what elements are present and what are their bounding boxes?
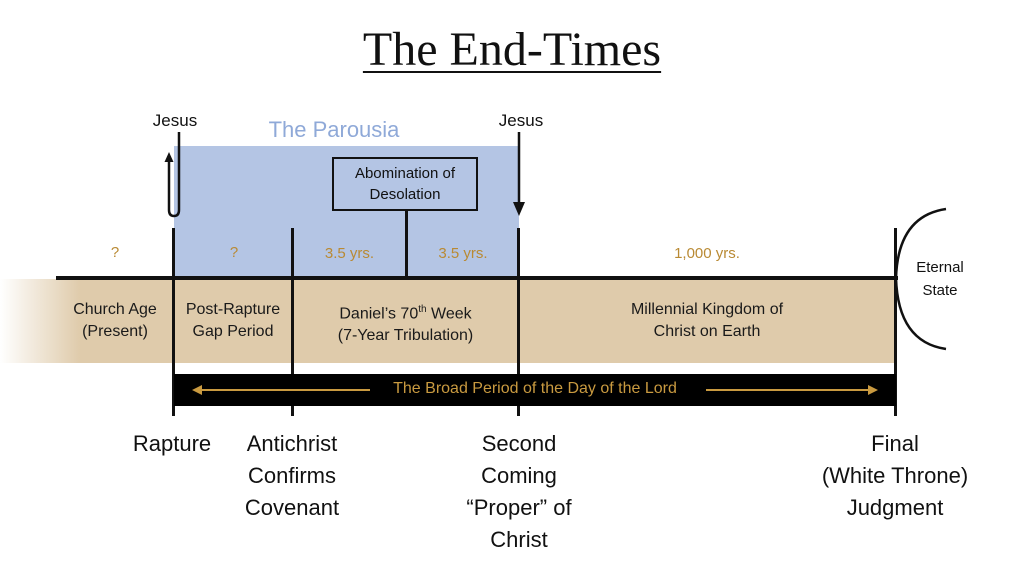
event-second-coming-line2: Coming [481, 463, 557, 488]
event-final-judgment-line3: Judgment [846, 495, 944, 520]
period-millennial-line1: Millennial Kingdom of [630, 301, 784, 318]
jesus-label-rapture: Jesus [152, 111, 198, 130]
period-daniel-line1-pre: Daniel’s 70 [339, 305, 419, 323]
period-gap-line2: Gap Period [192, 323, 274, 340]
duration-second-half: 3.5 yrs. [438, 245, 488, 262]
period-eternal: Eternal State [904, 256, 976, 302]
period-gap: Post-Rapture Gap Period [175, 299, 291, 343]
right-arrow-icon [706, 385, 878, 395]
event-second-coming-line3: “Proper” of [466, 495, 572, 520]
page-title: The End-Times [362, 23, 662, 76]
period-church-age-line2: (Present) [82, 323, 148, 340]
parousia-label: The Parousia [268, 117, 400, 142]
event-antichrist-line2: Confirms [247, 463, 336, 488]
period-band [0, 279, 896, 363]
event-second-coming-line4: Christ [490, 527, 548, 552]
rapture-arrow-icon [164, 132, 181, 218]
period-millennial: Millennial Kingdom of Christ on Earth [520, 299, 894, 343]
abomination-line1: Abomination of [354, 165, 456, 182]
event-second-coming: Second Coming “Proper” of Christ [440, 428, 598, 556]
period-daniel-line1: Daniel’s 70th Week [294, 299, 517, 325]
day-of-lord-label: The Broad Period of the Day of the Lord [393, 380, 677, 397]
duration-millennium: 1,000 yrs. [674, 245, 740, 262]
event-antichrist-line3: Covenant [244, 495, 340, 520]
abomination-box [332, 157, 478, 211]
event-second-coming-line1: Second [481, 431, 557, 456]
left-arrow-icon [192, 385, 370, 395]
abomination-line2: Desolation [369, 186, 441, 203]
timeline-line [56, 276, 898, 280]
event-final-judgment-line2: (White Throne) [821, 463, 969, 488]
final-judgment-divider [894, 228, 897, 416]
abomination-label: Abomination of Desolation [332, 163, 478, 205]
period-daniel-line1-sup: th [418, 304, 427, 315]
second-coming-divider [517, 228, 520, 416]
event-rapture-line1: Rapture [132, 431, 212, 456]
period-gap-line1: Post-Rapture [185, 301, 281, 318]
eternal-state-arc-icon [894, 207, 947, 351]
period-eternal-line2: State [922, 282, 958, 299]
period-millennial-line2: Christ on Earth [653, 323, 761, 340]
period-daniel-line2: (7-Year Tribulation) [337, 327, 474, 345]
duration-first-half: 3.5 yrs. [324, 245, 375, 262]
antichrist-divider [291, 228, 294, 416]
second-coming-arrow-icon [513, 132, 525, 216]
event-final-judgment-line1: Final [871, 431, 919, 456]
period-church-age: Church Age (Present) [58, 299, 172, 343]
duration-church-age: ? [110, 244, 120, 261]
period-daniel-line1-post: Week [426, 305, 472, 323]
event-antichrist-line1: Antichrist [246, 431, 338, 456]
event-final-judgment: Final (White Throne) Judgment [800, 428, 990, 524]
event-antichrist: Antichrist Confirms Covenant [222, 428, 362, 524]
period-church-age-line1: Church Age [73, 301, 157, 318]
event-rapture: Rapture [110, 428, 234, 460]
period-eternal-line1: Eternal [916, 259, 964, 276]
period-daniel: Daniel’s 70th Week (7-Year Tribulation) [294, 299, 517, 347]
duration-gap: ? [229, 244, 239, 261]
midpoint-divider [405, 211, 408, 278]
rapture-divider [172, 228, 175, 416]
jesus-label-second-coming: Jesus [498, 111, 544, 130]
